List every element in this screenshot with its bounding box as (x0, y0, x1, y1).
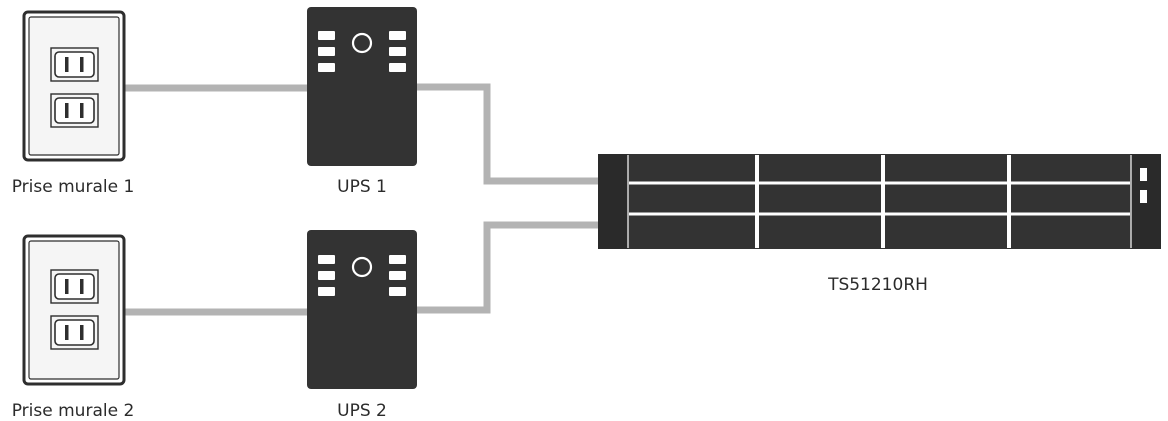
outlet-1-label: Prise murale 1 (12, 177, 135, 197)
ups-power-button-icon (351, 32, 373, 54)
wall-outlet-2: Prise murale 2 (12, 234, 135, 421)
cable-ups1-nas (417, 83, 598, 185)
ups-icon (307, 230, 417, 389)
ups-icon (307, 7, 417, 166)
cable-ups2-nas (417, 221, 598, 314)
cables (124, 83, 598, 316)
outlet-2-label: Prise murale 2 (12, 401, 135, 421)
ups-1: UPS 1 (307, 7, 417, 197)
wall-outlet-icon (22, 234, 126, 386)
nas-label: TS51210RH (827, 275, 928, 295)
nas-unit: TS51210RH (598, 154, 1161, 295)
nas-status-led-icon (1140, 190, 1147, 203)
ups-power-button-icon (351, 256, 373, 278)
nas-status-led-icon (1140, 168, 1147, 181)
ups-1-label: UPS 1 (337, 177, 387, 197)
wall-outlet-icon (22, 10, 126, 162)
ups-2-label: UPS 2 (337, 401, 387, 421)
rackmount-nas-icon (598, 154, 1161, 249)
wall-outlet-1: Prise murale 1 (12, 10, 135, 197)
ups-2: UPS 2 (307, 230, 417, 421)
